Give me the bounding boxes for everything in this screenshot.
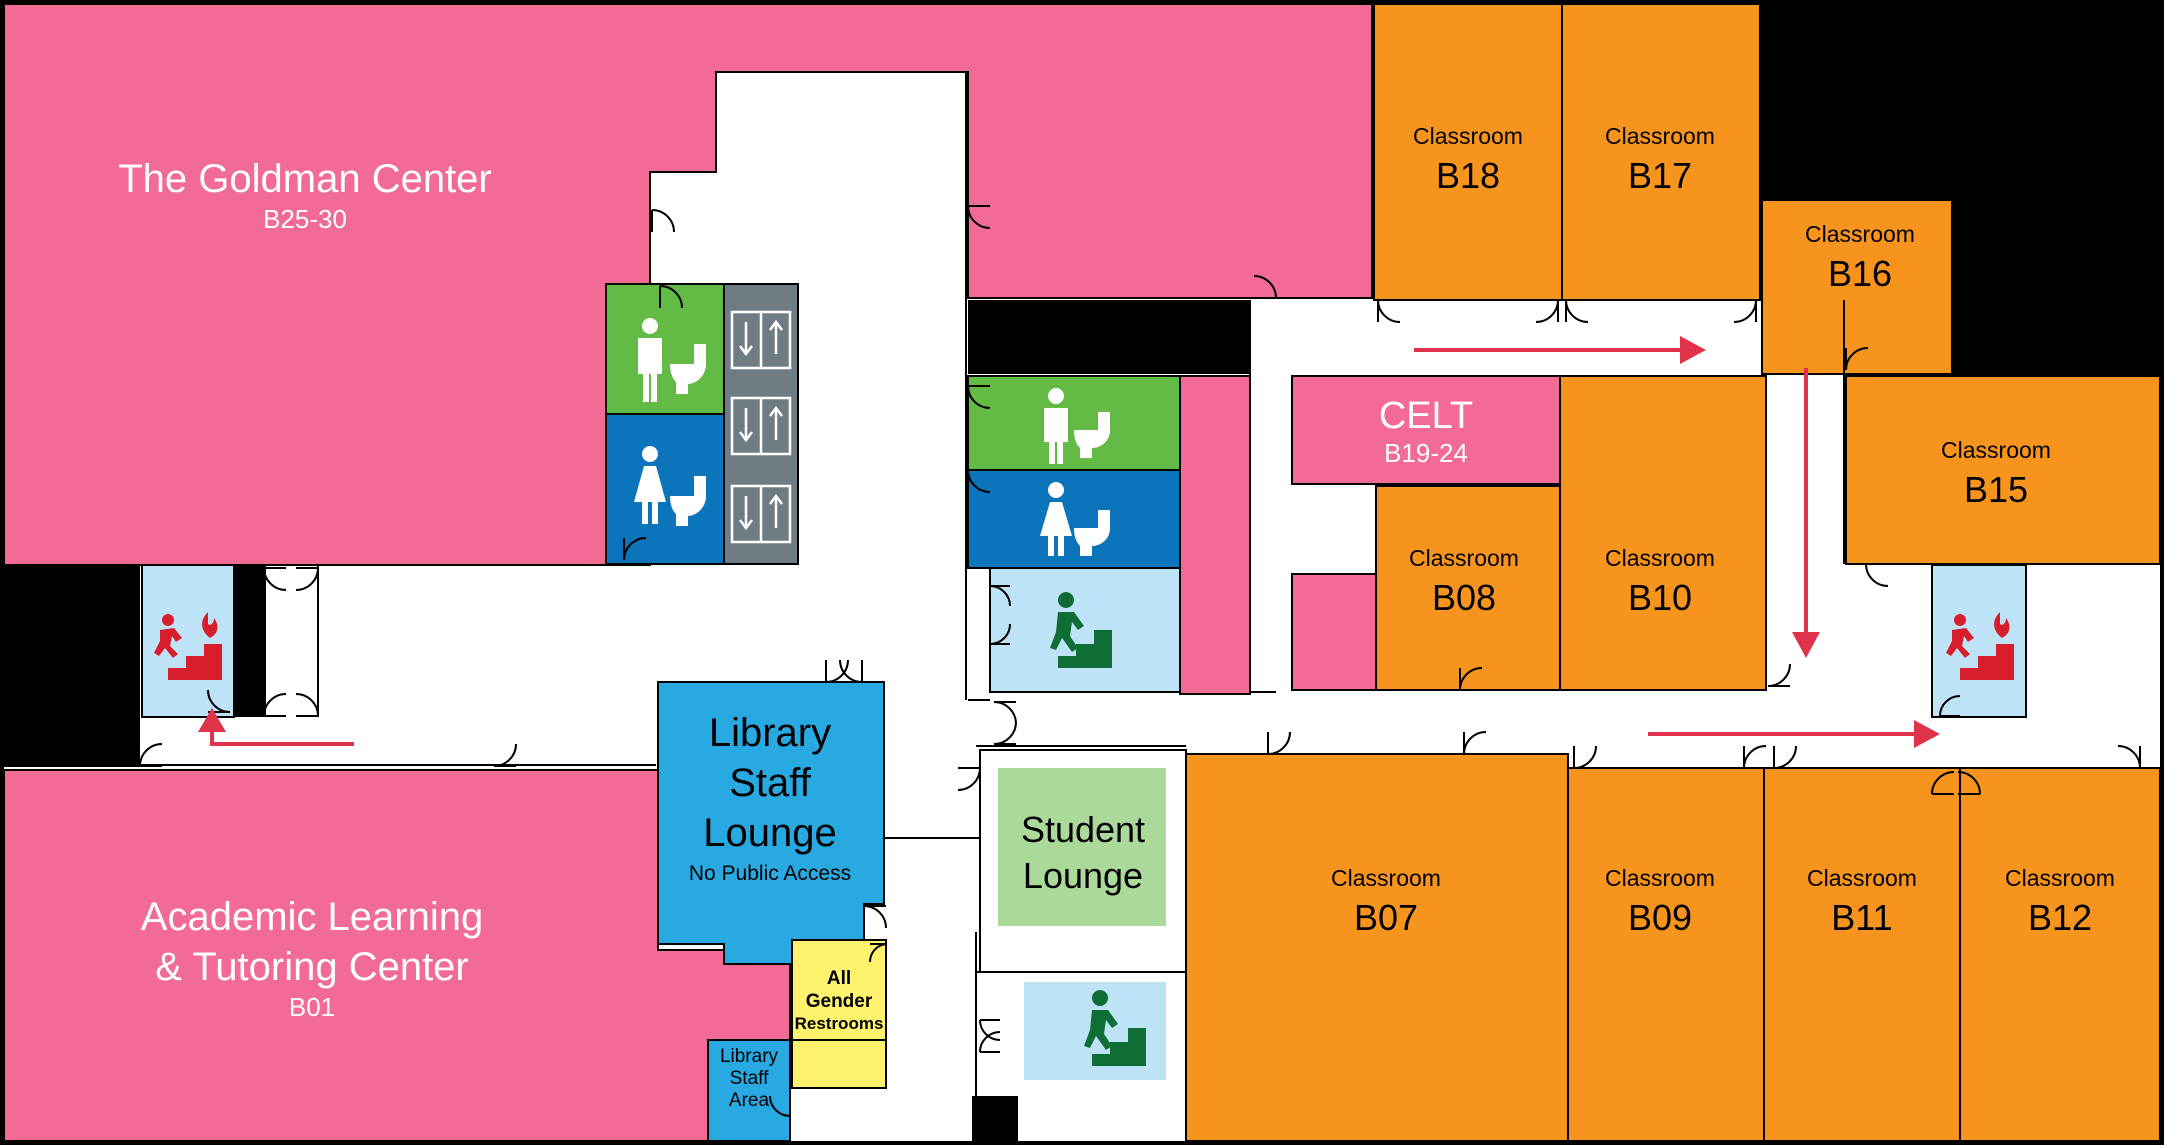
doors [139,205,2141,1117]
classroom-number: B07 [1354,897,1418,938]
classroom-number: B10 [1628,577,1692,618]
classroom-number: B12 [2028,897,2092,938]
mens-restroom-icon [1044,388,1110,464]
classroom-number: B11 [1831,897,1892,938]
classroom-label: Classroom [1605,865,1715,891]
library-area-line2: Staff [730,1068,769,1089]
goldman-center-number: B25-30 [263,204,347,234]
elevator-icon [730,484,792,544]
classroom-number: B09 [1628,897,1692,938]
celt-name: CELT [1379,395,1473,437]
classroom-label: Classroom [1941,437,2051,463]
classroom-b10[interactable] [1559,375,1767,691]
fire-exit-stairwell-west[interactable] [141,564,235,718]
fire-exit-stairwell-east[interactable] [1931,564,2027,718]
altc-number: B01 [289,992,335,1022]
classroom-b12[interactable] [1959,767,2161,1142]
celt-annex[interactable] [1291,573,1377,691]
celt-room[interactable] [1291,375,1561,485]
classroom-label: Classroom [1331,865,1441,891]
classroom-label: Classroom [1807,865,1917,891]
direction-arrow-icon [1414,336,1706,364]
library-lounge-line3: Lounge [703,811,836,855]
classroom-number: B18 [1436,155,1500,196]
classroom-b08[interactable] [1375,485,1561,691]
elevator-icon [730,396,792,456]
elevator-icon [730,310,792,370]
womens-restroom-icon [1040,482,1110,556]
classroom-label: Classroom [2005,865,2115,891]
library-staff-area[interactable] [707,1039,791,1142]
classroom-label: Classroom [1409,545,1519,571]
classroom-number: B16 [1828,253,1892,294]
student-lounge-line2: Lounge [1023,855,1143,896]
goldman-center-area[interactable] [3,3,1373,566]
altc-name-line2: & Tutoring Center [155,945,469,989]
all-gender-restrooms-annex[interactable] [791,1039,887,1089]
celt-number: B19-24 [1384,438,1468,468]
direction-arrow-icon [1792,368,1820,658]
fire-exit-stairs-icon [150,612,222,680]
library-lounge-line2: Staff [729,761,811,805]
direction-arrow-icon [198,708,354,746]
classroom-b09[interactable] [1567,767,1765,1142]
all-gender-line3: Restrooms [795,1014,884,1033]
classroom-label: Classroom [1605,545,1715,571]
classroom-number: B08 [1432,577,1496,618]
classroom-b15[interactable] [1845,375,2161,565]
classroom-number: B15 [1964,469,2028,510]
altc-name-line1: Academic Learning [141,895,483,939]
womens-restroom-icon [634,446,706,526]
goldman-center-name: The Goldman Center [118,157,492,201]
mens-restroom-center[interactable] [967,375,1181,471]
library-lounge-line1: Library [709,711,831,755]
all-gender-line1: All [827,968,851,989]
mens-restroom-left[interactable] [605,283,725,415]
classroom-b11[interactable] [1763,767,1961,1142]
classroom-b18[interactable] [1373,3,1563,301]
mens-restroom-icon [638,318,706,402]
classroom-label: Classroom [1605,123,1715,149]
library-lounge-note: No Public Access [689,862,851,885]
student-lounge-line1: Student [1021,809,1145,850]
classroom-label: Classroom [1413,123,1523,149]
student-lounge[interactable] [998,768,1166,926]
direction-arrow-icon [1648,720,1940,748]
pink-corridor-room [1179,375,1251,695]
all-gender-line2: Gender [806,991,873,1012]
stairwell-center[interactable] [989,567,1181,693]
classroom-b07[interactable] [1185,753,1569,1142]
direction-arrows [198,336,1940,748]
stairs-icon [1040,592,1112,668]
library-area-line3: Area [729,1090,770,1111]
corridor-walls [140,72,1845,1141]
classroom-label: Classroom [1805,221,1915,247]
library-area-line1: Library [720,1046,779,1067]
non-public-areas [4,4,2160,1141]
womens-restroom-center[interactable] [967,469,1181,569]
classroom-number: B17 [1628,155,1692,196]
stairs-icon [1074,990,1146,1066]
classroom-b17[interactable] [1561,3,1761,301]
fire-exit-stairs-icon [1942,612,2014,680]
classroom-b16[interactable] [1761,199,1953,375]
